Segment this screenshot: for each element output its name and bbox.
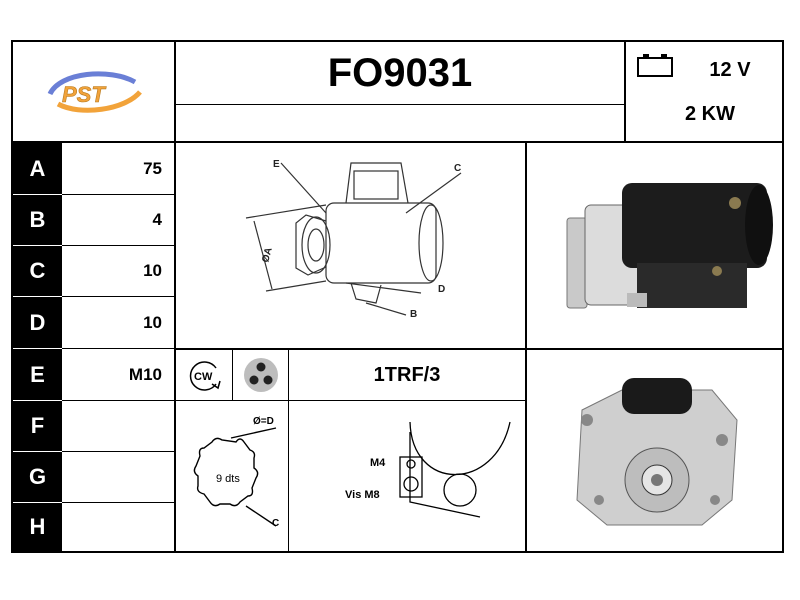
row-value-f — [62, 401, 174, 451]
grid-h-title — [174, 104, 625, 105]
label-e: E — [273, 159, 280, 170]
row-divider — [62, 400, 175, 401]
grid-v-photos — [525, 141, 527, 553]
rotation-direction: CW — [194, 371, 213, 383]
rotation-code: 1TRF/3 — [373, 363, 441, 386]
row-value-b: 4 — [152, 210, 162, 229]
label-a: ØA — [260, 246, 275, 263]
voltage-value: 12 V — [709, 59, 751, 81]
row-value-g — [62, 452, 174, 502]
row-divider — [62, 194, 175, 195]
row-value-d: 10 — [143, 312, 162, 332]
row-divider — [62, 296, 175, 297]
row-divider — [62, 451, 175, 452]
pinion-diameter: Ø=D — [253, 416, 274, 427]
row-letter-c: C — [13, 246, 62, 296]
mounting-vis: Vis M8 — [345, 489, 380, 501]
row-value-a: 75 — [143, 158, 162, 178]
page-title: FO9031 — [327, 51, 473, 95]
pinion-diagram: 9 dts Ø=D C — [176, 402, 288, 551]
grid-v-cw — [232, 349, 233, 401]
row-letter-b: B — [13, 195, 62, 245]
grid-h-middle — [174, 348, 782, 350]
starter-photo-side — [527, 143, 782, 347]
label-b: B — [410, 309, 417, 320]
grid-h-rot — [174, 400, 526, 401]
mounting-m4: M4 — [370, 457, 386, 469]
starter-photo-front — [527, 350, 782, 551]
grid-h-header — [11, 141, 784, 143]
grid-v-logo — [174, 40, 176, 553]
pinion-teeth: 9 dts — [216, 473, 240, 485]
row-letter-d: D — [13, 297, 62, 348]
row-divider — [62, 502, 175, 503]
logo: PST — [40, 60, 150, 120]
grid-right — [782, 40, 784, 553]
rotation-cw-cell: CW — [176, 350, 232, 400]
power-value: 2 KW — [685, 103, 735, 125]
row-letter-h: H — [13, 503, 62, 551]
row-value-e: M10 — [128, 364, 162, 384]
row-letter-g: G — [13, 452, 62, 502]
battery-icon — [636, 52, 676, 78]
row-letter-e: E — [13, 349, 62, 400]
row-letter-a: A — [13, 143, 62, 194]
terminal-icon — [234, 350, 288, 400]
grid-bottom — [11, 551, 784, 553]
row-value-h — [62, 503, 174, 551]
rotation-arrow-icon — [189, 361, 217, 391]
row-divider — [62, 245, 175, 246]
row-value-c: 10 — [143, 261, 162, 280]
logo-text: PST — [62, 82, 106, 107]
pinion-c: C — [272, 518, 279, 529]
row-letter-f: F — [13, 401, 62, 451]
row-divider — [62, 348, 175, 349]
grid-top — [11, 40, 784, 42]
mounting-diagram: M4 Vis M8 — [290, 402, 524, 551]
grid-v-hole — [288, 349, 289, 552]
label-d: D — [438, 284, 445, 295]
dimension-diagram: E C ØA D B — [176, 143, 524, 347]
grid-left — [11, 40, 13, 553]
logo-graphic: PST — [47, 71, 142, 113]
label-c: C — [454, 163, 461, 174]
grid-v-spec — [624, 40, 626, 143]
